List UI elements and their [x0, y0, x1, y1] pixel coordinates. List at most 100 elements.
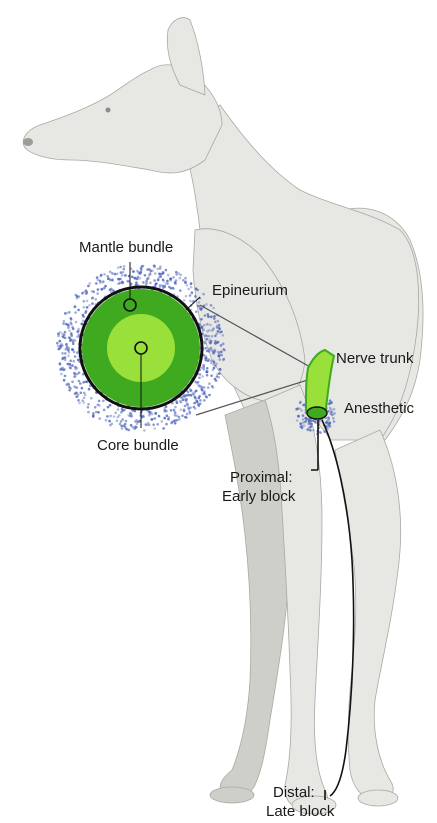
anesthetic-dot — [299, 401, 302, 404]
anesthetic-dot — [176, 414, 179, 417]
anesthetic-dot — [194, 407, 197, 410]
anesthetic-dot — [67, 326, 70, 329]
anesthetic-dot — [181, 414, 184, 417]
anesthetic-dot — [122, 281, 125, 284]
label-proximal: Proximal: — [230, 469, 293, 486]
anesthetic-dot — [97, 404, 100, 407]
dog-paw-far — [210, 787, 254, 803]
anesthetic-dot — [135, 281, 138, 284]
anesthetic-dot — [302, 404, 305, 407]
anesthetic-dot — [213, 367, 216, 370]
anesthetic-dot — [123, 268, 126, 271]
dog-paw-rear — [358, 790, 398, 806]
anesthetic-dot — [216, 341, 219, 344]
anesthetic-dot — [186, 413, 189, 416]
anesthetic-dot — [139, 277, 142, 280]
anesthetic-dot — [195, 390, 198, 393]
anesthetic-dot — [117, 416, 120, 419]
anesthetic-dot — [125, 420, 128, 423]
anesthetic-dot — [91, 297, 94, 300]
anesthetic-dot — [158, 273, 161, 276]
anesthetic-dot — [330, 412, 333, 415]
anesthetic-dot — [183, 396, 186, 399]
anesthetic-dot — [302, 418, 305, 421]
anesthetic-dot — [174, 411, 177, 414]
anesthetic-dot — [136, 422, 139, 425]
anesthetic-dot — [329, 399, 332, 402]
anesthetic-dot — [77, 359, 80, 362]
anesthetic-dot — [95, 282, 98, 285]
anesthetic-dot — [325, 421, 328, 424]
anesthetic-dot — [184, 405, 187, 408]
anesthetic-dot — [206, 367, 209, 370]
anesthetic-dot — [106, 275, 109, 278]
anesthetic-dot — [88, 388, 91, 391]
anesthetic-dot — [205, 357, 208, 360]
anesthetic-dot — [88, 304, 91, 307]
anesthetic-dot — [152, 423, 155, 426]
anesthetic-dot — [79, 382, 82, 385]
anesthetic-dot — [308, 426, 311, 429]
anesthetic-dot — [218, 355, 221, 358]
anesthetic-dot — [109, 424, 112, 427]
anesthetic-dot — [176, 401, 179, 404]
anesthetic-dot — [164, 409, 167, 412]
anesthetic-dot — [153, 427, 156, 430]
anesthetic-dot — [205, 303, 208, 306]
dog-rear-leg — [335, 430, 401, 800]
anesthetic-dot — [70, 338, 73, 341]
anesthetic-dot — [212, 386, 215, 389]
anesthetic-dot — [133, 277, 136, 280]
anesthetic-dot — [130, 415, 133, 418]
anesthetic-dot — [144, 274, 147, 277]
anesthetic-dot — [185, 394, 188, 397]
anesthetic-dot — [85, 310, 88, 313]
anesthetic-dot — [205, 396, 208, 399]
anesthetic-dot — [96, 292, 99, 295]
anesthetic-dot — [71, 326, 74, 329]
anesthetic-dot — [333, 412, 336, 415]
anesthetic-dot — [210, 362, 213, 365]
anesthetic-dot — [212, 327, 215, 330]
anesthetic-dot — [186, 284, 189, 287]
anesthetic-dot — [199, 373, 202, 376]
anesthetic-dot — [196, 401, 199, 404]
anesthetic-dot — [219, 358, 222, 361]
anesthetic-dot — [184, 277, 187, 280]
anesthetic-dot — [187, 288, 190, 291]
anesthetic-dot — [72, 339, 75, 342]
anesthetic-dot — [78, 402, 81, 405]
anesthetic-dot — [222, 348, 225, 351]
anesthetic-dot — [77, 399, 80, 402]
anesthetic-dot — [204, 314, 207, 317]
anesthetic-dot — [175, 279, 178, 282]
anesthetic-dot — [140, 271, 143, 274]
anesthetic-dot — [168, 286, 171, 289]
anesthetic-dot — [175, 419, 178, 422]
anesthetic-dot — [198, 301, 201, 304]
anesthetic-dot — [218, 331, 221, 334]
anesthetic-dot — [98, 400, 101, 403]
anesthetic-dot — [119, 423, 122, 426]
anesthetic-dot — [211, 335, 214, 338]
anesthetic-dot — [166, 280, 169, 283]
anesthetic-dot — [204, 347, 207, 350]
anesthetic-dot — [63, 368, 66, 371]
anesthetic-dot — [215, 363, 218, 366]
anesthetic-dot — [60, 367, 63, 370]
anesthetic-dot — [212, 351, 215, 354]
anesthetic-dot — [141, 415, 144, 418]
anesthetic-dot — [56, 342, 59, 345]
anesthetic-dot — [90, 397, 93, 400]
anesthetic-dot — [183, 299, 186, 302]
anesthetic-dot — [85, 292, 88, 295]
anesthetic-dot — [57, 348, 60, 351]
anesthetic-dot — [155, 282, 158, 285]
anesthetic-dot — [197, 381, 200, 384]
anesthetic-dot — [190, 283, 193, 286]
anesthetic-dot — [78, 380, 81, 383]
anesthetic-dot — [131, 426, 134, 429]
anesthetic-dot — [68, 311, 71, 314]
anesthetic-dot — [72, 360, 75, 363]
anesthetic-dot — [218, 324, 221, 327]
